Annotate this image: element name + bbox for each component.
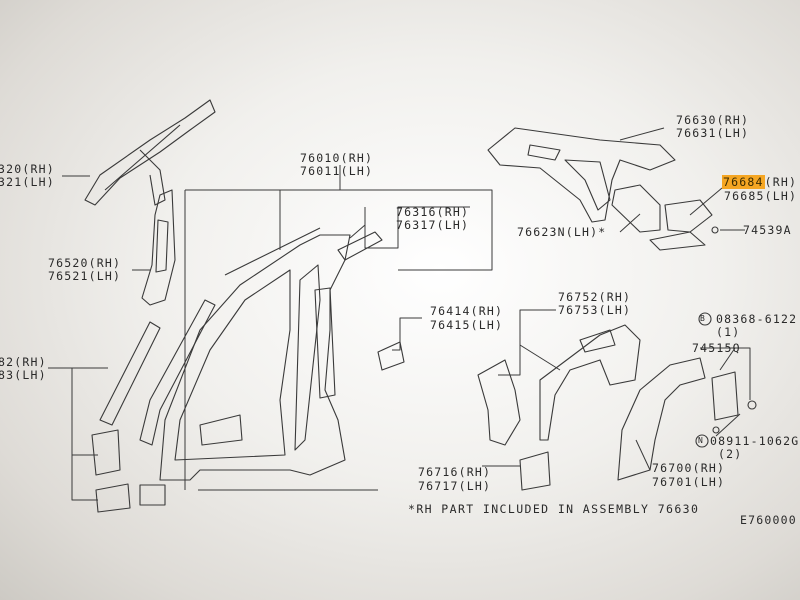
part-label-76316: 76316(RH) <box>396 205 470 219</box>
wheelhouse-inner-76752 <box>539 324 641 441</box>
part-label-76685: 76685(LH) <box>724 189 798 203</box>
part-label-76320: 320(RH) <box>0 162 55 176</box>
sill-parts-82 <box>91 321 161 513</box>
part-label-76321: 321(LH) <box>0 175 55 189</box>
part-label-76700: 76700(RH) <box>652 461 726 475</box>
drawing-code: E760000 <box>740 513 797 527</box>
part-label-76010: 76010(RH) <box>300 151 374 165</box>
nut-ref-circle <box>695 434 709 448</box>
pillar-part-76520 <box>141 189 176 306</box>
bolt-quantity: (1) <box>716 325 741 339</box>
part-label-76521: 76521(LH) <box>48 269 122 283</box>
part-label-76701: 76701(LH) <box>652 475 726 489</box>
part-label-76415: 76415(LH) <box>430 318 504 332</box>
bolt-part-number: 08368-6122 <box>716 312 798 326</box>
bolt-mark: B <box>700 314 707 323</box>
nut-quantity: (2) <box>718 447 743 461</box>
part-label-76630: 76630(RH) <box>676 113 750 127</box>
part-label-76684: 76684(RH) <box>722 175 798 189</box>
highlighted-part-number: 76684 <box>722 175 765 189</box>
part-label-76631: 76631(LH) <box>676 126 750 140</box>
part-label-76623n: 76623N(LH)* <box>517 225 607 239</box>
part-label-76752: 76752(RH) <box>558 290 632 304</box>
brackets-76684 <box>611 184 719 251</box>
part-label-83: 83(LH) <box>0 368 47 382</box>
leader-lines <box>48 127 751 501</box>
body-side-outer-76010 <box>139 227 351 506</box>
part-label-76717: 76717(LH) <box>418 479 492 493</box>
reinforcement-76316 <box>337 231 383 261</box>
wheelhouse-outer-76700 <box>617 357 757 481</box>
part-label-74539a: 74539A <box>743 223 792 237</box>
nut-mark: N <box>698 436 705 445</box>
bolt-ref-circle <box>698 312 712 326</box>
part-label-76414: 76414(RH) <box>430 304 504 318</box>
part-label-82: 82(RH) <box>0 355 47 369</box>
nut-part-number: 08911-1062G <box>710 434 800 448</box>
part-label-76011: 76011(LH) <box>300 164 374 178</box>
gusset-76716 <box>477 359 551 491</box>
part-label-76716: 76716(RH) <box>418 465 492 479</box>
bracket-76414 <box>377 341 405 371</box>
rear-panel-76630 <box>487 127 676 223</box>
part-label-76317: 76317(LH) <box>396 218 470 232</box>
assembly-note: *RH PART INCLUDED IN ASSEMBLY 76630 <box>408 502 700 516</box>
part-label-76520: 76520(RH) <box>48 256 122 270</box>
part-label-76684-suffix: (RH) <box>764 175 798 189</box>
roof-rail-part <box>84 99 216 206</box>
part-label-76753: 76753(LH) <box>558 303 632 317</box>
part-label-74515q: 74515Q <box>692 341 741 355</box>
